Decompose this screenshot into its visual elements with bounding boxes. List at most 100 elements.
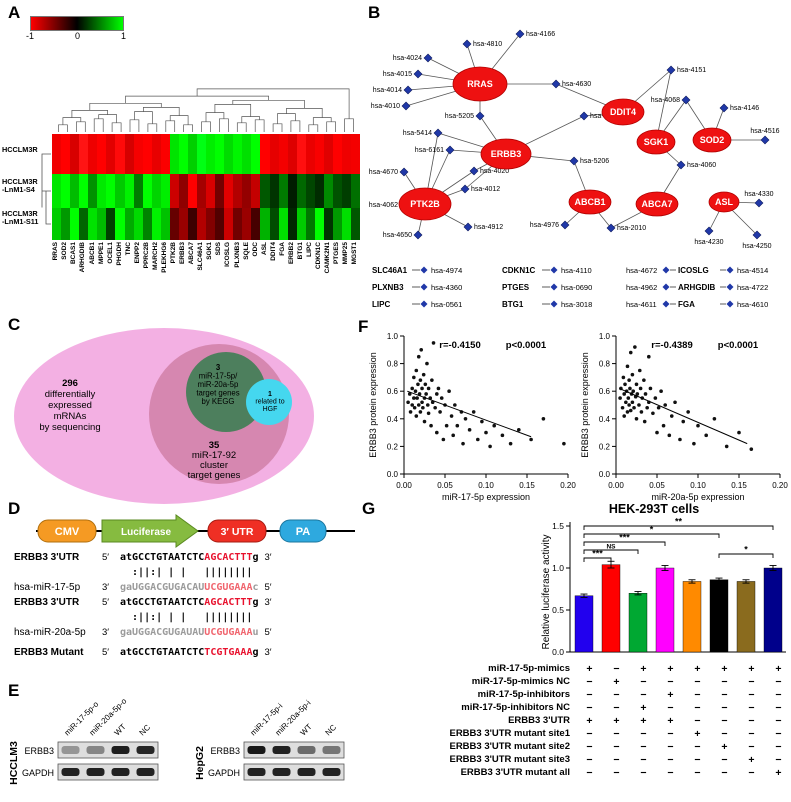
mirna-label: hsa-4230 (694, 239, 723, 246)
data-point (453, 403, 457, 407)
y-tick-label: 0.8 (387, 360, 399, 369)
data-point (628, 408, 633, 413)
condition-label: miR-17-5p-mimics (488, 663, 570, 674)
heatmap-cell (79, 134, 89, 174)
mirna-diamond (704, 226, 714, 236)
significance-bracket (583, 557, 612, 562)
pair-gene: PTGES (502, 283, 530, 292)
data-point (628, 386, 632, 391)
gene-node-label: ASL (715, 197, 734, 207)
data-point (630, 372, 635, 377)
y-tick-label: 1.0 (552, 563, 564, 573)
heatmap-cell (97, 208, 107, 240)
data-point (420, 400, 424, 405)
heatmap-cell (142, 208, 152, 240)
condition-label: ERBB3 3'UTR mutant site1 (449, 728, 570, 739)
gene-column-label: LIPC (306, 242, 314, 257)
gene-column-label: PHGDH (115, 242, 123, 266)
heatmap-cell (323, 208, 333, 240)
sequence-segment: g (252, 597, 259, 608)
pair-mirna-left: hsa-4672 (626, 266, 657, 275)
gene-column-label: ODC (251, 242, 259, 257)
condition-value: + (694, 727, 701, 740)
gene-column-label: CDKN1C (315, 242, 323, 270)
y-tick-label: 0.5 (552, 605, 564, 615)
condition-row: ERBB3 3'UTR++++−−−− (368, 714, 791, 727)
condition-value: − (748, 766, 755, 779)
pair-mirna-left: hsa-4611 (626, 300, 657, 309)
pair-diamond (726, 266, 734, 274)
data-point (637, 403, 641, 407)
heatmap-cell (178, 134, 188, 174)
pair-mirna-right: hsa-4110 (561, 266, 592, 275)
lane-label: NC (324, 723, 339, 738)
condition-value: − (667, 675, 674, 688)
row-group-label-3: HCCLM3R -LnM1-S11 (2, 209, 39, 226)
gene-column-label: ERBB3 (179, 242, 187, 265)
panel-a-label: A (8, 3, 21, 22)
gene-node (568, 189, 612, 215)
pair-diamond (726, 300, 734, 308)
heatmap-cell (197, 174, 207, 208)
data-point (692, 441, 696, 446)
data-point (423, 382, 428, 387)
heatmap-row (52, 208, 361, 240)
gene-column-label: RRAS (52, 242, 60, 261)
pair-diamond (662, 266, 670, 274)
condition-value: − (721, 688, 728, 701)
prime-mark: 5′ (102, 647, 110, 658)
row-group-label-2: HCCLM3R -LnM1-S4 (2, 177, 38, 194)
data-point (622, 414, 626, 418)
blot-protein-label: ERBB3 (210, 746, 240, 756)
condition-row: ERBB3 3'UTR mutant site3−−−−−−+− (368, 753, 791, 766)
pair-diamond (550, 300, 558, 308)
data-point (633, 345, 637, 349)
gene-column-label: DDIT4 (269, 242, 277, 261)
cell-line-label: HCCLM3 (8, 741, 20, 785)
prime-mark: 3′ (264, 552, 272, 563)
mirna-diamond (752, 230, 762, 240)
venn-hgf-circle (246, 379, 292, 425)
heatmap-row (52, 134, 361, 174)
data-point (500, 433, 505, 438)
gene-column-label: TNC (124, 242, 132, 256)
condition-value: − (775, 714, 782, 727)
pair-mirna-right: hsa-0690 (561, 283, 592, 292)
condition-value: − (586, 753, 593, 766)
sequence-segment: gaUGGACGUGACAU (120, 582, 205, 593)
gene-column-label: PTGES (333, 242, 341, 265)
data-point (484, 430, 488, 435)
condition-value: − (721, 675, 728, 688)
data-point (651, 411, 655, 416)
condition-value: + (775, 766, 782, 779)
bar (709, 579, 729, 653)
data-point (529, 437, 533, 442)
pair-mirna-right: hsa-3018 (561, 300, 592, 309)
trend-line (619, 387, 748, 445)
pair-diamond (662, 283, 670, 291)
heatmap-cell (251, 208, 261, 240)
condition-value: − (694, 701, 701, 714)
heatmap-cell (278, 208, 288, 240)
heatmap-cell (305, 174, 315, 208)
data-point (639, 410, 644, 414)
sequence-segment: g (252, 647, 259, 658)
condition-value: − (694, 714, 701, 727)
condition-row: miR-17-5p-inhibitors−−−+−−−− (368, 688, 791, 701)
significance-bracket (583, 541, 666, 546)
data-point (627, 403, 631, 407)
sequence-label: hsa-miR-20a-5p (14, 627, 86, 638)
y-tick-label: 0.0 (599, 470, 611, 479)
y-axis-label: Relative luciferase activity (541, 534, 552, 649)
blot-band (297, 746, 316, 754)
heatmap-cell (142, 174, 152, 208)
data-point (620, 405, 625, 410)
y-tick-label: 0.2 (599, 442, 611, 451)
bar (736, 581, 756, 653)
heatmap-colorscale (30, 16, 124, 31)
heatmap-cell (323, 174, 333, 208)
blot-strip (243, 741, 345, 759)
heatmap-cell (260, 208, 270, 240)
